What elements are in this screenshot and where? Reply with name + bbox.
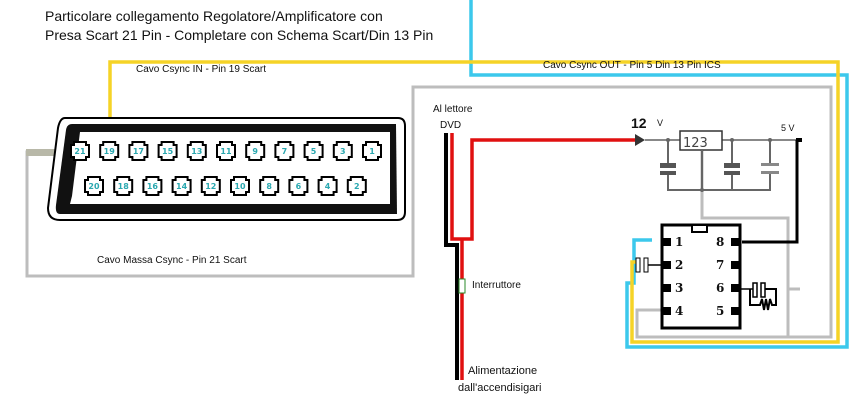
scart-pin-number: 17 (133, 147, 144, 156)
ic-pin-number: 4 (675, 304, 683, 318)
ic-pin (662, 238, 671, 246)
scart-pin: 1 (362, 141, 382, 161)
scart-pin-number: 19 (104, 147, 116, 156)
scart-pin-number: 2 (354, 182, 360, 191)
ic-pin (731, 261, 740, 269)
ground-wire-gray (25, 85, 833, 339)
capacitor-icon (761, 163, 779, 174)
title-line-2: Presa Scart 21 Pin - Completare con Sche… (45, 27, 434, 43)
title-line-1: Particolare collegamento Regolatore/Ampl… (45, 8, 383, 24)
scart-pin: 14 (171, 176, 192, 196)
scart-pin: 4 (317, 176, 338, 196)
ic-pin (731, 307, 740, 315)
scart-pin-number: 12 (205, 182, 216, 191)
csync-in-label: Cavo Csync IN - Pin 19 Scart (136, 64, 267, 75)
capacitor-icon (635, 257, 641, 273)
voltage-5-label: 5 V (781, 123, 795, 133)
ic-pin-number: 1 (675, 235, 683, 249)
csync-out-label: Cavo Csync OUT - Pin 5 Din 13 Pin ICS (543, 60, 721, 71)
scart-pin: 10 (230, 176, 250, 196)
scart-pin: 20 (84, 176, 104, 196)
ic-pin-number: 3 (675, 281, 683, 295)
scart-pin: 16 (142, 176, 163, 196)
scart-pin: 17 (128, 141, 149, 161)
input-arrow-icon (635, 134, 645, 146)
ic-555: 1 2 3 4 8 7 6 5 (660, 223, 742, 330)
scart-pin-number: 15 (162, 147, 174, 156)
switch-label: Interruttore (472, 280, 521, 291)
scart-pin: 19 (99, 141, 120, 161)
switch-icon (458, 278, 466, 294)
csync-in-wire-yellow (108, 60, 840, 344)
scart-pin: 8 (259, 176, 280, 196)
scart-pin-number: 4 (325, 182, 331, 191)
capacitor-icon (660, 163, 676, 175)
scart-pin-number: 14 (176, 182, 188, 191)
scart-pin-number: 1 (369, 147, 375, 156)
rc-network (740, 282, 777, 311)
scart-pin: 12 (200, 176, 221, 196)
scart-pin-number: 9 (252, 147, 258, 156)
capacitor-icon (724, 163, 740, 175)
scart-pin-number: 10 (234, 182, 246, 191)
scart-pin: 3 (332, 141, 353, 161)
ic-pin-number: 2 (675, 258, 683, 272)
scart-pin-number: 3 (340, 147, 346, 156)
power-label-2: dall'accendisigari (458, 382, 542, 394)
scart-pin-number: 16 (147, 182, 159, 191)
scart-pin: 5 (303, 141, 324, 161)
scart-pin-number: 6 (296, 182, 302, 191)
scart-pin: 9 (245, 141, 266, 161)
regulator-pins-label: 123 (683, 136, 708, 151)
scart-pin: 21 (70, 141, 90, 161)
ic-pin-number: 8 (716, 235, 724, 249)
dvd-label-1: Al lettore (433, 104, 473, 115)
scart-pin: 15 (157, 141, 178, 161)
scart-pin-number: 11 (220, 147, 232, 156)
scart-pin: 6 (288, 176, 309, 196)
ic-pin (731, 238, 740, 246)
power-label-1: Alimentazione (468, 365, 538, 377)
ic-pin-number: 6 (716, 281, 724, 295)
scart-pin-number: 13 (191, 147, 202, 156)
scart-pin: 11 (216, 141, 236, 161)
scart-pin-number: 18 (118, 182, 130, 191)
scart-pin: 13 (186, 141, 207, 161)
ic-pin (662, 307, 671, 315)
scart-pin-number: 8 (266, 182, 272, 191)
scart-pin: 2 (346, 176, 367, 196)
csync-out-wire-cyan (469, 0, 849, 349)
voltage-12-label: 12 (631, 115, 647, 131)
power-wire-red (450, 133, 640, 241)
scart-pin-number: 5 (311, 147, 317, 156)
dvd-label-2: DVD (440, 120, 462, 131)
scart-pin-number: 21 (74, 147, 86, 156)
ground-label: Cavo Massa Csync - Pin 21 Scart (97, 255, 247, 266)
ic-pin (662, 261, 671, 269)
scart-pin-number: 7 (282, 147, 288, 156)
ic-pin (731, 284, 740, 292)
power-wire-black (444, 133, 459, 380)
scart-pin-number: 20 (88, 182, 100, 191)
ic-pin-number: 5 (716, 304, 724, 318)
ic-pin-number: 7 (716, 258, 724, 272)
scart-pin: 18 (113, 176, 134, 196)
scart-connector: 21 19 17 15 13 11 9 7 5 3 1 20 18 16 14 12 10 8 6 4 2 (46, 117, 406, 221)
voltage-12-unit: V (657, 118, 663, 128)
scart-pin: 7 (274, 141, 295, 161)
ic-pin (662, 284, 671, 292)
